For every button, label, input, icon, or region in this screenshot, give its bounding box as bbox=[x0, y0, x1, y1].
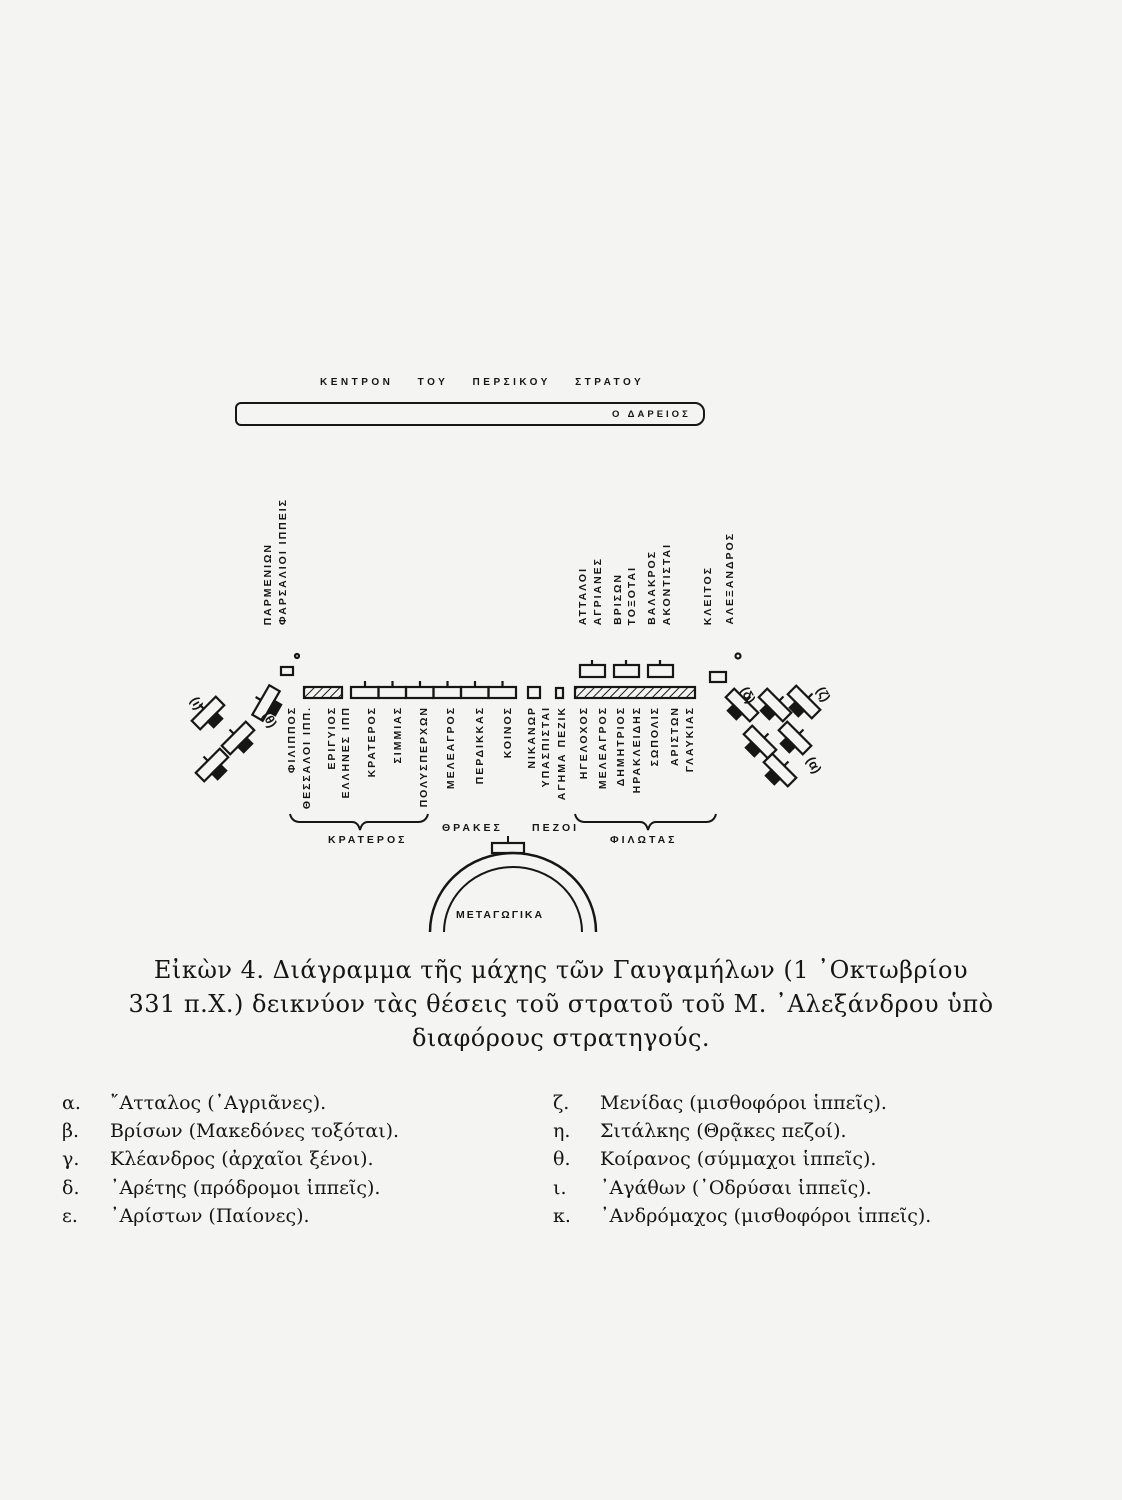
legend-text: ᾿Αρίστων (Παίονες). bbox=[110, 1205, 310, 1227]
legend-text: Κοίρανος (σύμμαχοι ἱππεῖς). bbox=[600, 1148, 877, 1170]
light-infantry-unit bbox=[612, 663, 641, 679]
line-unit-label: ΣΩΠΟΛΙΣ bbox=[649, 706, 661, 767]
upper-left-label: ΠΑΡΜΕΝΙΩΝ bbox=[262, 542, 274, 625]
line-unit-label: ΚΟΙΝΟΣ bbox=[502, 706, 514, 759]
group-label-thrakes: ΘΡΑΚΕΣ bbox=[442, 822, 503, 834]
line-unit-label: ΑΓΗΜΑ ΠΕΖΙΚ bbox=[556, 706, 568, 801]
baggage-unit bbox=[490, 841, 526, 855]
infantry-phalanx-unit bbox=[349, 685, 380, 700]
line-unit-label: ΜΕΛΕΑΓΡΟΣ bbox=[445, 706, 457, 790]
left-flank-unit bbox=[250, 683, 283, 723]
parmenion-point bbox=[293, 652, 301, 660]
alexander-marker bbox=[708, 670, 728, 684]
right-flank-unit bbox=[757, 687, 793, 723]
line-unit-label: ΠΕΡΔΙΚΚΑΣ bbox=[474, 706, 486, 785]
upper-right-label: ΒΡΙΣΩΝ bbox=[612, 573, 624, 625]
line-unit-label: ΜΕΛΕΑΓΡΟΣ bbox=[597, 706, 609, 790]
persian-line bbox=[235, 402, 705, 426]
legend-letter: δ. bbox=[62, 1177, 80, 1199]
legend-letter: η. bbox=[553, 1120, 571, 1142]
left-flank-unit bbox=[220, 720, 256, 756]
caption-line-2: 331 π.Χ.) δεικνύον τὰς θέσεις τοῦ στρατο… bbox=[128, 990, 994, 1018]
baggage-label: ΜΕΤΑΓΩΓΙΚΑ bbox=[456, 909, 545, 921]
upper-right-label: ΚΛΕΙΤΟΣ bbox=[702, 565, 714, 625]
right-flank-unit bbox=[724, 687, 760, 723]
right-flank-unit bbox=[762, 752, 798, 788]
caption-line-1: Εἰκὼν 4. Διάγραμμα τῆς μάχης τῶν Γαυγαμή… bbox=[153, 956, 969, 984]
infantry-phalanx-unit bbox=[377, 685, 408, 700]
flank-label: (θ) bbox=[259, 709, 280, 730]
legend-text: ῎Ατταλος (᾿Αγριᾶνες). bbox=[110, 1092, 327, 1114]
brace-philotas bbox=[574, 813, 717, 831]
line-unit-label: ΘΕΣΣΑΛΟΙ ΙΠΠ. bbox=[301, 706, 313, 810]
upper-right-label: ΤΟΞΟΤΑΙ bbox=[626, 565, 638, 625]
legend-text: Κλέανδρος (ἀρχαῖοι ξένοι). bbox=[110, 1148, 374, 1170]
line-unit-label: ΦΙΛΙΠΠΟΣ bbox=[286, 706, 298, 774]
line-unit-label: ΚΡΑΤΕΡΟΣ bbox=[366, 706, 378, 778]
legend-letter: α. bbox=[62, 1092, 81, 1114]
line-unit-label: ΝΙΚΑΝΩΡ bbox=[526, 706, 538, 769]
flank-label: (α) bbox=[803, 754, 824, 776]
line-unit-label: ΣΙΜΜΙΑΣ bbox=[392, 706, 404, 764]
agema-unit bbox=[554, 686, 565, 700]
legend-letter: κ. bbox=[553, 1205, 571, 1227]
line-unit-label: ΕΛΛΗΝΕΣ ΙΠΠ bbox=[340, 706, 352, 799]
group-label-krateros: ΚΡΑΤΕΡΟΣ bbox=[328, 834, 408, 846]
caption-line-3: διαφόρους στρατηγούς. bbox=[411, 1024, 711, 1052]
legend-text: Σιτάλκης (Θρᾷκες πεζοί). bbox=[600, 1120, 847, 1142]
alexander-point bbox=[734, 652, 742, 660]
light-infantry-unit bbox=[578, 663, 607, 679]
infantry-phalanx-unit bbox=[459, 685, 490, 700]
hypaspist-unit bbox=[526, 685, 542, 700]
flank-label: (δ) bbox=[737, 684, 758, 706]
legend-text: Μενίδας (μισθοφόροι ἱππεῖς). bbox=[600, 1092, 887, 1114]
line-unit-label: ΗΡΑΚΛΕΙΔΗΣ bbox=[631, 706, 643, 794]
left-flank-unit bbox=[190, 695, 226, 731]
baggage-arch-outer bbox=[428, 851, 598, 933]
baggage-arch-inner bbox=[443, 866, 583, 933]
line-unit-label: ΗΓΕΛΟΧΟΣ bbox=[578, 706, 590, 780]
line-unit-label: ΔΗΜΗΤΡΙΟΣ bbox=[615, 706, 627, 787]
line-unit-label: ΠΟΛΥΣΠΕΡΧΩΝ bbox=[418, 706, 430, 808]
upper-right-label: ΑΚΟΝΤΙΣΤΑΙ bbox=[661, 542, 673, 625]
group-label-philotas: ΦΙΛΩΤΑΣ bbox=[610, 834, 678, 846]
upper-right-label: ΑΛΕΞΑΝΔΡΟΣ bbox=[724, 532, 736, 625]
legend-letter: γ. bbox=[62, 1148, 80, 1170]
upper-right-label: ΑΓΡΙΑΝΕΣ bbox=[592, 556, 604, 625]
brace-krateros bbox=[289, 813, 429, 831]
legend-text: ᾿Αρέτης (πρόδρομοι ἱππεῖς). bbox=[110, 1177, 381, 1199]
flank-label: (ζ) bbox=[813, 684, 833, 704]
infantry-phalanx-unit bbox=[487, 685, 518, 700]
left-flank-unit bbox=[194, 747, 230, 783]
right-flank-unit bbox=[786, 684, 822, 720]
group-label-pezoi: ΠΕΖΟΙ bbox=[532, 822, 580, 834]
line-unit-label: ΕΡΙΓΥΙΟΣ bbox=[326, 706, 338, 770]
legend-letter: ι. bbox=[553, 1177, 567, 1199]
right-flank-unit bbox=[777, 720, 813, 756]
upper-left-label: ΦΑΡΣΑΛΙΟΙ ΙΠΠΕΙΣ bbox=[277, 497, 289, 625]
line-unit-label: ΓΛΑΥΚΙΑΣ bbox=[684, 706, 696, 773]
infantry-phalanx-unit bbox=[432, 685, 463, 700]
right-flank-unit bbox=[742, 724, 778, 760]
parmenion-marker bbox=[279, 665, 295, 677]
companion-cavalry-unit bbox=[573, 685, 697, 700]
legend-letter: ε. bbox=[62, 1205, 78, 1227]
darius-label: Ο ΔΑΡΕΙΟΣ bbox=[612, 409, 691, 420]
line-unit-label: ΥΠΑΣΠΙΣΤΑΙ bbox=[540, 706, 552, 788]
legend-letter: θ. bbox=[553, 1148, 571, 1170]
legend-letter: ζ. bbox=[553, 1092, 570, 1114]
infantry-phalanx-unit bbox=[404, 685, 435, 700]
upper-right-label: ΑΤΤΑΛΟΙ bbox=[577, 566, 589, 625]
line-unit-label: ΑΡΙΣΤΩΝ bbox=[669, 706, 681, 767]
legend-text: ᾿Αγάθων (᾿Οδρύσαι ἱππεῖς). bbox=[600, 1177, 872, 1199]
cavalry-unit-thessalian bbox=[302, 685, 344, 700]
legend-letter: β. bbox=[62, 1120, 80, 1142]
light-infantry-unit bbox=[646, 663, 675, 679]
legend-text: Βρίσων (Μακεδόνες τοξόται). bbox=[110, 1120, 400, 1142]
upper-right-label: ΒΑΛΑΚΡΟΣ bbox=[646, 550, 658, 625]
persian-center-title: ΚΕΝΤΡΟΝ ΤΟΥ ΠΕΡΣΙΚΟΥ ΣΤΡΑΤΟΥ bbox=[320, 377, 645, 388]
legend-text: ᾿Ανδρόμαχος (μισθοφόροι ἱππεῖς). bbox=[600, 1205, 932, 1227]
